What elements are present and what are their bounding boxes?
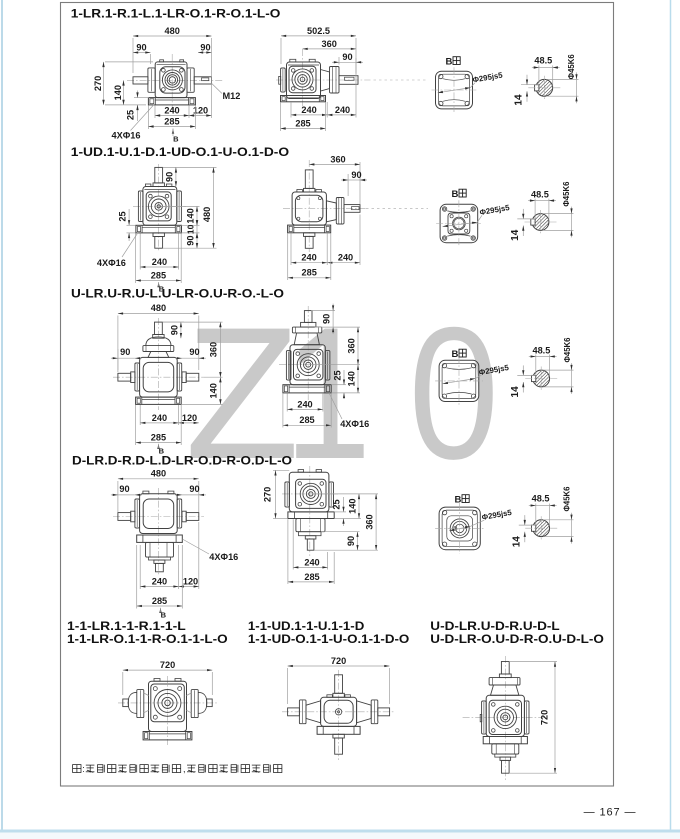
svg-text:90: 90 [119,484,129,494]
svg-text:140: 140 [347,499,357,514]
svg-text:1-1-LR-O.1-1-R-O.1-1-L-O: 1-1-LR-O.1-1-R-O.1-1-L-O [67,632,228,646]
svg-text:480: 480 [151,303,166,313]
svg-text:90: 90 [164,172,174,182]
svg-text:25: 25 [117,211,127,221]
svg-text:90: 90 [120,347,130,357]
svg-text:Φ45K6: Φ45K6 [567,54,576,80]
svg-text:240: 240 [301,105,316,115]
svg-text:480: 480 [151,469,166,479]
svg-text:48.5: 48.5 [532,494,550,504]
svg-text:285: 285 [151,270,166,280]
svg-text:360: 360 [364,514,374,529]
svg-text:Φ45K6: Φ45K6 [562,181,571,207]
svg-text:720: 720 [331,656,346,666]
svg-text:Φ45K6: Φ45K6 [563,486,572,512]
svg-text:240: 240 [297,399,312,409]
svg-text:25: 25 [332,499,342,509]
svg-text:140: 140 [185,208,195,223]
svg-text:140: 140 [209,383,219,398]
svg-text:90: 90 [189,347,199,357]
svg-text:4XΦ16: 4XΦ16 [97,258,126,268]
svg-text:M12: M12 [223,91,241,101]
svg-text:1-LR.1-R.1-L.1-LR-O.1-R-O.1-L-: 1-LR.1-R.1-L.1-LR-O.1-R-O.1-L-O [71,7,281,21]
svg-text:B: B [159,285,165,294]
svg-text:285: 285 [151,433,166,443]
svg-text:4XΦ16: 4XΦ16 [340,419,369,429]
svg-text:25: 25 [332,370,342,380]
svg-text:120: 120 [183,576,198,586]
svg-text:285: 285 [295,118,310,128]
svg-text:1-1-LR.1-1-R.1-1-L: 1-1-LR.1-1-R.1-1-L [67,619,186,633]
svg-text:90: 90 [321,314,331,324]
svg-text:90: 90 [351,170,361,180]
svg-text:240: 240 [335,105,350,115]
svg-text:285: 285 [299,415,314,425]
svg-text:48.5: 48.5 [531,190,549,200]
svg-text:240: 240 [152,413,167,423]
svg-text:1-1-UD.1-1-U.1-1-D: 1-1-UD.1-1-U.1-1-D [248,619,365,633]
svg-text:90: 90 [169,325,179,335]
svg-text:240: 240 [301,253,316,263]
svg-text:120: 120 [182,413,197,423]
svg-text:U-D-LR-O.U-D-R-O.U-D-L-O: U-D-LR-O.U-D-R-O.U-D-L-O [430,632,604,646]
svg-text:B: B [446,57,453,68]
svg-text:1-UD.1-U.1-D.1-UD-O.1-U-O.1-D-: 1-UD.1-U.1-D.1-UD-O.1-U-O.1-D-O [71,145,289,159]
svg-text:480: 480 [202,207,212,222]
svg-text::: : [82,764,85,774]
svg-text:285: 285 [152,596,167,606]
svg-text:502.5: 502.5 [307,26,330,36]
svg-text:14: 14 [514,94,525,106]
svg-text:B: B [455,495,462,506]
svg-text:720: 720 [160,660,175,670]
svg-text:U-D-LR.U-D-R.U-D-L: U-D-LR.U-D-R.U-D-L [430,619,560,633]
svg-text:285: 285 [164,116,179,126]
svg-text:U-LR.U-R.U-L.U-LR-O.U-R-O.-L-O: U-LR.U-R.U-L.U-LR-O.U-R-O.-L-O [71,287,284,301]
svg-text:480: 480 [165,26,180,36]
svg-text:90: 90 [346,536,356,546]
svg-text:25: 25 [126,110,136,120]
svg-text:360: 360 [330,154,345,164]
svg-text:14: 14 [511,536,522,548]
svg-text:140: 140 [113,85,123,100]
svg-text:90: 90 [185,235,195,245]
svg-text:240: 240 [164,105,179,115]
svg-text:10: 10 [185,224,195,234]
svg-text:1-1-UD-O.1-1-U-O.1-1-D-O: 1-1-UD-O.1-1-U-O.1-1-D-O [248,632,409,646]
svg-text:4XΦ16: 4XΦ16 [112,131,141,141]
svg-text:240: 240 [152,576,167,586]
svg-text:360: 360 [346,338,356,353]
svg-text:B: B [173,135,179,144]
svg-text:360: 360 [322,39,337,49]
svg-text:720: 720 [540,710,550,725]
svg-text:D-LR.D-R.D-L.D-LR-O.D-R-O.D-L-: D-LR.D-R.D-L.D-LR-O.D-R-O.D-L-O [72,454,292,468]
svg-text:14: 14 [510,229,521,241]
svg-text:90: 90 [342,52,352,62]
svg-text:,: , [183,764,186,774]
svg-text:90: 90 [200,42,210,52]
svg-text:Φ45K6: Φ45K6 [563,337,572,363]
svg-text:90: 90 [136,42,146,52]
svg-text:48.5: 48.5 [534,56,552,66]
svg-text:240: 240 [304,557,319,567]
svg-text:240: 240 [152,257,167,267]
svg-text:B: B [159,447,165,456]
svg-text:285: 285 [302,268,317,278]
svg-text:270: 270 [263,487,273,502]
svg-text:B: B [452,349,459,360]
svg-text:48.5: 48.5 [532,345,550,355]
svg-text:270: 270 [93,76,103,91]
svg-text:— 167 —: — 167 — [584,807,637,819]
svg-text:240: 240 [338,253,353,263]
svg-text:B: B [161,611,167,620]
svg-text:140: 140 [346,371,356,386]
svg-text:Z: Z [185,288,300,498]
svg-text:360: 360 [209,342,219,357]
svg-text:285: 285 [304,572,319,582]
svg-text:14: 14 [510,386,521,398]
svg-text:90: 90 [189,484,199,494]
svg-text:120: 120 [193,105,208,115]
svg-text:B: B [452,189,459,200]
svg-text:4XΦ16: 4XΦ16 [209,552,238,562]
